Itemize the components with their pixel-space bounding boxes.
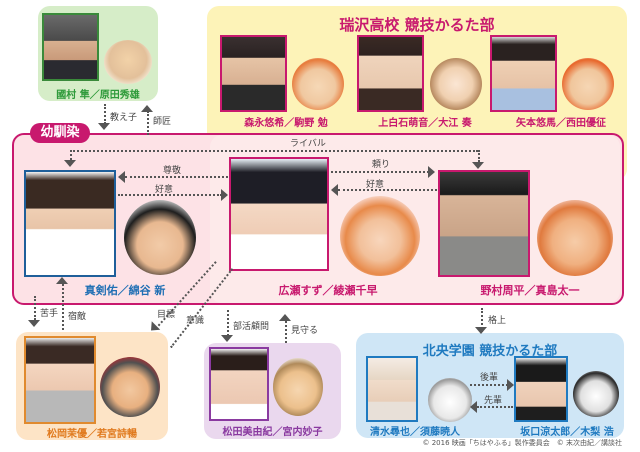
arrow-nigate-line [34, 296, 36, 320]
kinashi-actor-photo [514, 356, 568, 422]
arrow-up-icon [141, 105, 153, 112]
mizusawa-member-name: 上白石萌音／大江 奏 [378, 118, 472, 129]
arrow-down-icon [98, 123, 110, 130]
relation-label-mokuhyou: 目標 [157, 310, 176, 320]
arrow-sonkei-line [125, 176, 228, 178]
relation-label-senpai: 先輩 [484, 396, 503, 406]
miyauchi-character-avatar [273, 358, 323, 416]
oe-actor-photo [357, 35, 424, 112]
oe-character-avatar [430, 58, 482, 110]
arrow-left-icon [118, 171, 125, 183]
nishida-actor-photo [490, 35, 557, 112]
sudo-actor-photo [366, 356, 418, 422]
miyauchi-actor-photo [209, 347, 269, 421]
relation-label-nigate: 苦手 [40, 309, 59, 319]
harada-character-avatar [104, 40, 152, 84]
hokuo-member-name: 清水尋也／須藤暁人 [370, 427, 460, 438]
relation-label-koui: 好意 [366, 180, 385, 190]
komano-character-avatar [292, 58, 344, 110]
taichi-actor-photo [438, 170, 530, 277]
harada-actor-photo [42, 13, 99, 81]
relation-label-mimamoru: 見守る [291, 326, 319, 336]
hokuo-member-name: 坂口涼太郎／木梨 浩 [520, 427, 614, 438]
mizusawa-title: 瑞沢高校 競技かるた部 [339, 16, 495, 34]
childhood-member-name: 野村周平／真島太一 [480, 284, 580, 297]
relation-label-shukuteki: 宿敵 [68, 312, 87, 322]
arrow-kakuue-line [481, 308, 483, 332]
teacher-name: 松田美由紀／宮内妙子 [222, 427, 323, 438]
arrow-up-icon [56, 277, 68, 284]
relation-label-ishiki: 意識 [186, 316, 205, 326]
childhood-member-name: 真剣佑／綿谷 新 [84, 284, 166, 297]
arrow-koui-line [338, 189, 437, 191]
arrow-mimamoru-line [285, 321, 287, 343]
arrow-right-icon [428, 166, 435, 178]
arrow-right-icon [221, 189, 228, 201]
taichi-character-avatar [537, 200, 613, 276]
arrow-down-icon [221, 335, 233, 342]
arrow-down-icon [475, 327, 487, 334]
arrow-koui-line [118, 194, 222, 196]
arrow-senpai-line [477, 406, 513, 408]
relation-label-kakuue: 格上 [488, 316, 507, 326]
arrow-down-icon [28, 320, 40, 327]
nishida-character-avatar [562, 58, 614, 110]
arrow-tayori-line [331, 171, 429, 173]
arrow-left-icon [331, 184, 338, 196]
mizusawa-member-name: 矢本悠馬／西田優征 [516, 118, 606, 129]
arrow-down-icon [472, 162, 484, 169]
mentor-name: 國村 隼／原田秀雄 [56, 90, 140, 101]
mizusawa-member-name: 森永悠希／駒野 勉 [244, 118, 328, 129]
hokuo-title: 北央学園 競技かるた部 [422, 344, 558, 359]
arrow-rival-line-right [478, 150, 480, 162]
copyright-notice: © 2016 映画「ちはやふる」製作委員会 © 末次由紀／講談社 [422, 439, 623, 447]
relation-label-rival: ライバル [290, 139, 326, 149]
relation-label-tayori: 頼り [372, 160, 391, 170]
relation-label-bukatsu-komon: 部活顧問 [233, 322, 270, 332]
relation-label-kouhai: 後輩 [480, 373, 499, 383]
arrow-shisho-line [147, 111, 149, 135]
childhood-member-name: 広瀬すず／綾瀬千早 [278, 284, 378, 297]
arata-actor-photo [24, 170, 116, 277]
chihaya-actor-photo [229, 157, 329, 271]
shinobu-character-avatar [100, 357, 160, 417]
arrow-right-icon [507, 379, 514, 391]
shinobu-actor-photo [24, 336, 96, 424]
arata-character-avatar [124, 200, 196, 275]
arrow-kouhai-line [470, 384, 508, 386]
chihaya-character-avatar [340, 196, 420, 276]
arrow-shukuteki-line [62, 284, 64, 330]
relation-label-koui: 好意 [155, 185, 174, 195]
arrow-rival-line [70, 150, 478, 152]
sudo-character-avatar [428, 378, 472, 422]
relation-label-shisho: 師匠 [153, 117, 172, 127]
arrow-left-icon [470, 401, 477, 413]
relation-label-sonkei: 尊敬 [163, 166, 182, 176]
komano-actor-photo [220, 35, 287, 112]
arrow-down-icon [64, 160, 76, 167]
kinashi-character-avatar [573, 371, 619, 417]
arrow-bukatsu-line [227, 310, 229, 336]
relation-label-oshiego: 教え子 [110, 113, 138, 123]
childhood-friends-tag: 幼馴染 [30, 123, 90, 143]
rival-name: 松岡茉優／若宮詩暢 [47, 429, 137, 440]
arrow-up-icon [279, 314, 291, 321]
arrow-rival-line-left [70, 150, 72, 160]
arrow-oshiego-line [104, 104, 106, 124]
